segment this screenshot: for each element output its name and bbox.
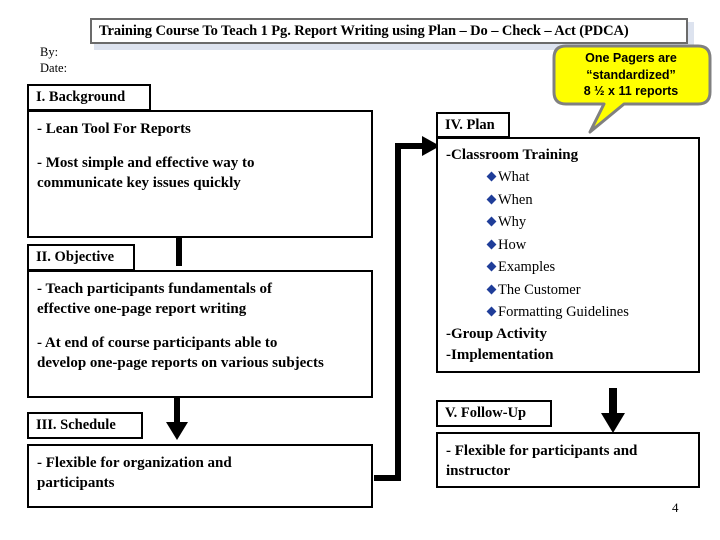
diamond-bullet-icon <box>486 261 497 272</box>
background-line-3: communicate key issues quickly <box>37 175 241 191</box>
objective-line-1: - Teach participants fundamentals of <box>37 281 273 297</box>
callout-line-3: 8 ½ x 11 reports <box>583 84 679 98</box>
section-tab-objective-label: II. Objective <box>36 249 115 265</box>
objective-line-3: - At end of course participants able to <box>37 335 278 351</box>
diamond-bullet-icon <box>486 216 497 227</box>
plan-bullet-what: What <box>446 166 690 189</box>
diamond-bullet-icon <box>486 194 497 204</box>
diamond-bullet-icon <box>486 239 497 249</box>
section-body-objective: - Teach participants fundamentals of eff… <box>27 270 373 398</box>
connector-schedule-to-plan <box>374 136 440 481</box>
section-tab-plan[interactable]: IV. Plan <box>436 112 510 138</box>
schedule-line-1: - Flexible for organization and <box>37 455 232 471</box>
section-tab-objective[interactable]: II. Objective <box>27 244 135 271</box>
page-number: 4 <box>672 500 679 515</box>
connector-background-to-objective <box>176 236 182 266</box>
byline: By: Date: <box>40 44 67 76</box>
section-tab-background[interactable]: I. Background <box>27 84 151 111</box>
plan-heading-group-activity: -Group Activity <box>446 325 547 342</box>
diamond-bullet-icon <box>486 306 497 317</box>
section-tab-followup[interactable]: V. Follow-Up <box>436 400 552 427</box>
connector-objective-to-schedule <box>166 396 188 440</box>
callout-line-2: “standardized” <box>586 67 676 82</box>
date-label: Date: <box>40 61 68 75</box>
slide-title-box: Training Course To Teach 1 Pg. Report Wr… <box>90 18 688 44</box>
section-body-plan: -Classroom Training What When Why How Ex… <box>436 137 700 373</box>
objective-line-2: effective one-page report writing <box>37 301 247 317</box>
section-tab-plan-label: IV. Plan <box>445 116 495 133</box>
callout-line-1: One Pagers are <box>585 51 677 65</box>
followup-line-1: - Flexible for participants and <box>446 443 638 459</box>
followup-line-2: instructor <box>446 463 511 479</box>
by-label: By: <box>40 45 59 59</box>
objective-line-4: develop one-page reports on various subj… <box>37 355 324 371</box>
section-tab-schedule[interactable]: III. Schedule <box>27 412 143 439</box>
section-tab-followup-label: V. Follow-Up <box>445 405 527 421</box>
section-body-background: - Lean Tool For Reports - Most simple an… <box>27 110 373 238</box>
schedule-line-2: participants <box>37 475 115 491</box>
connector-plan-to-followup <box>601 388 625 433</box>
diamond-bullet-icon <box>486 171 497 182</box>
plan-bullet-formatting-guidelines: Formatting Guidelines <box>446 301 690 324</box>
plan-bullet-examples: Examples <box>446 256 690 279</box>
section-body-followup: - Flexible for participants and instruct… <box>436 432 700 488</box>
plan-heading-implementation: -Implementation <box>446 346 554 363</box>
section-tab-background-label: I. Background <box>36 89 126 105</box>
plan-bullet-when: When <box>446 189 690 212</box>
section-tab-schedule-label: III. Schedule <box>36 417 116 433</box>
page-title: Training Course To Teach 1 Pg. Report Wr… <box>99 22 629 39</box>
plan-bullet-how: How <box>446 234 690 257</box>
callout-balloon: One Pagers are “standardized” 8 ½ x 11 r… <box>552 44 714 136</box>
section-body-schedule: - Flexible for organization and particip… <box>27 444 373 508</box>
background-line-1: - Lean Tool For Reports <box>37 121 191 137</box>
plan-heading-classroom: -Classroom Training <box>446 147 579 163</box>
plan-bullet-the-customer: The Customer <box>446 279 690 302</box>
diamond-bullet-icon <box>486 284 497 294</box>
callout-shape-icon <box>552 44 712 134</box>
background-line-2: - Most simple and effective way to <box>37 155 255 171</box>
callout-text: One Pagers are “standardized” 8 ½ x 11 r… <box>552 50 710 100</box>
plan-bullet-why: Why <box>446 211 690 234</box>
